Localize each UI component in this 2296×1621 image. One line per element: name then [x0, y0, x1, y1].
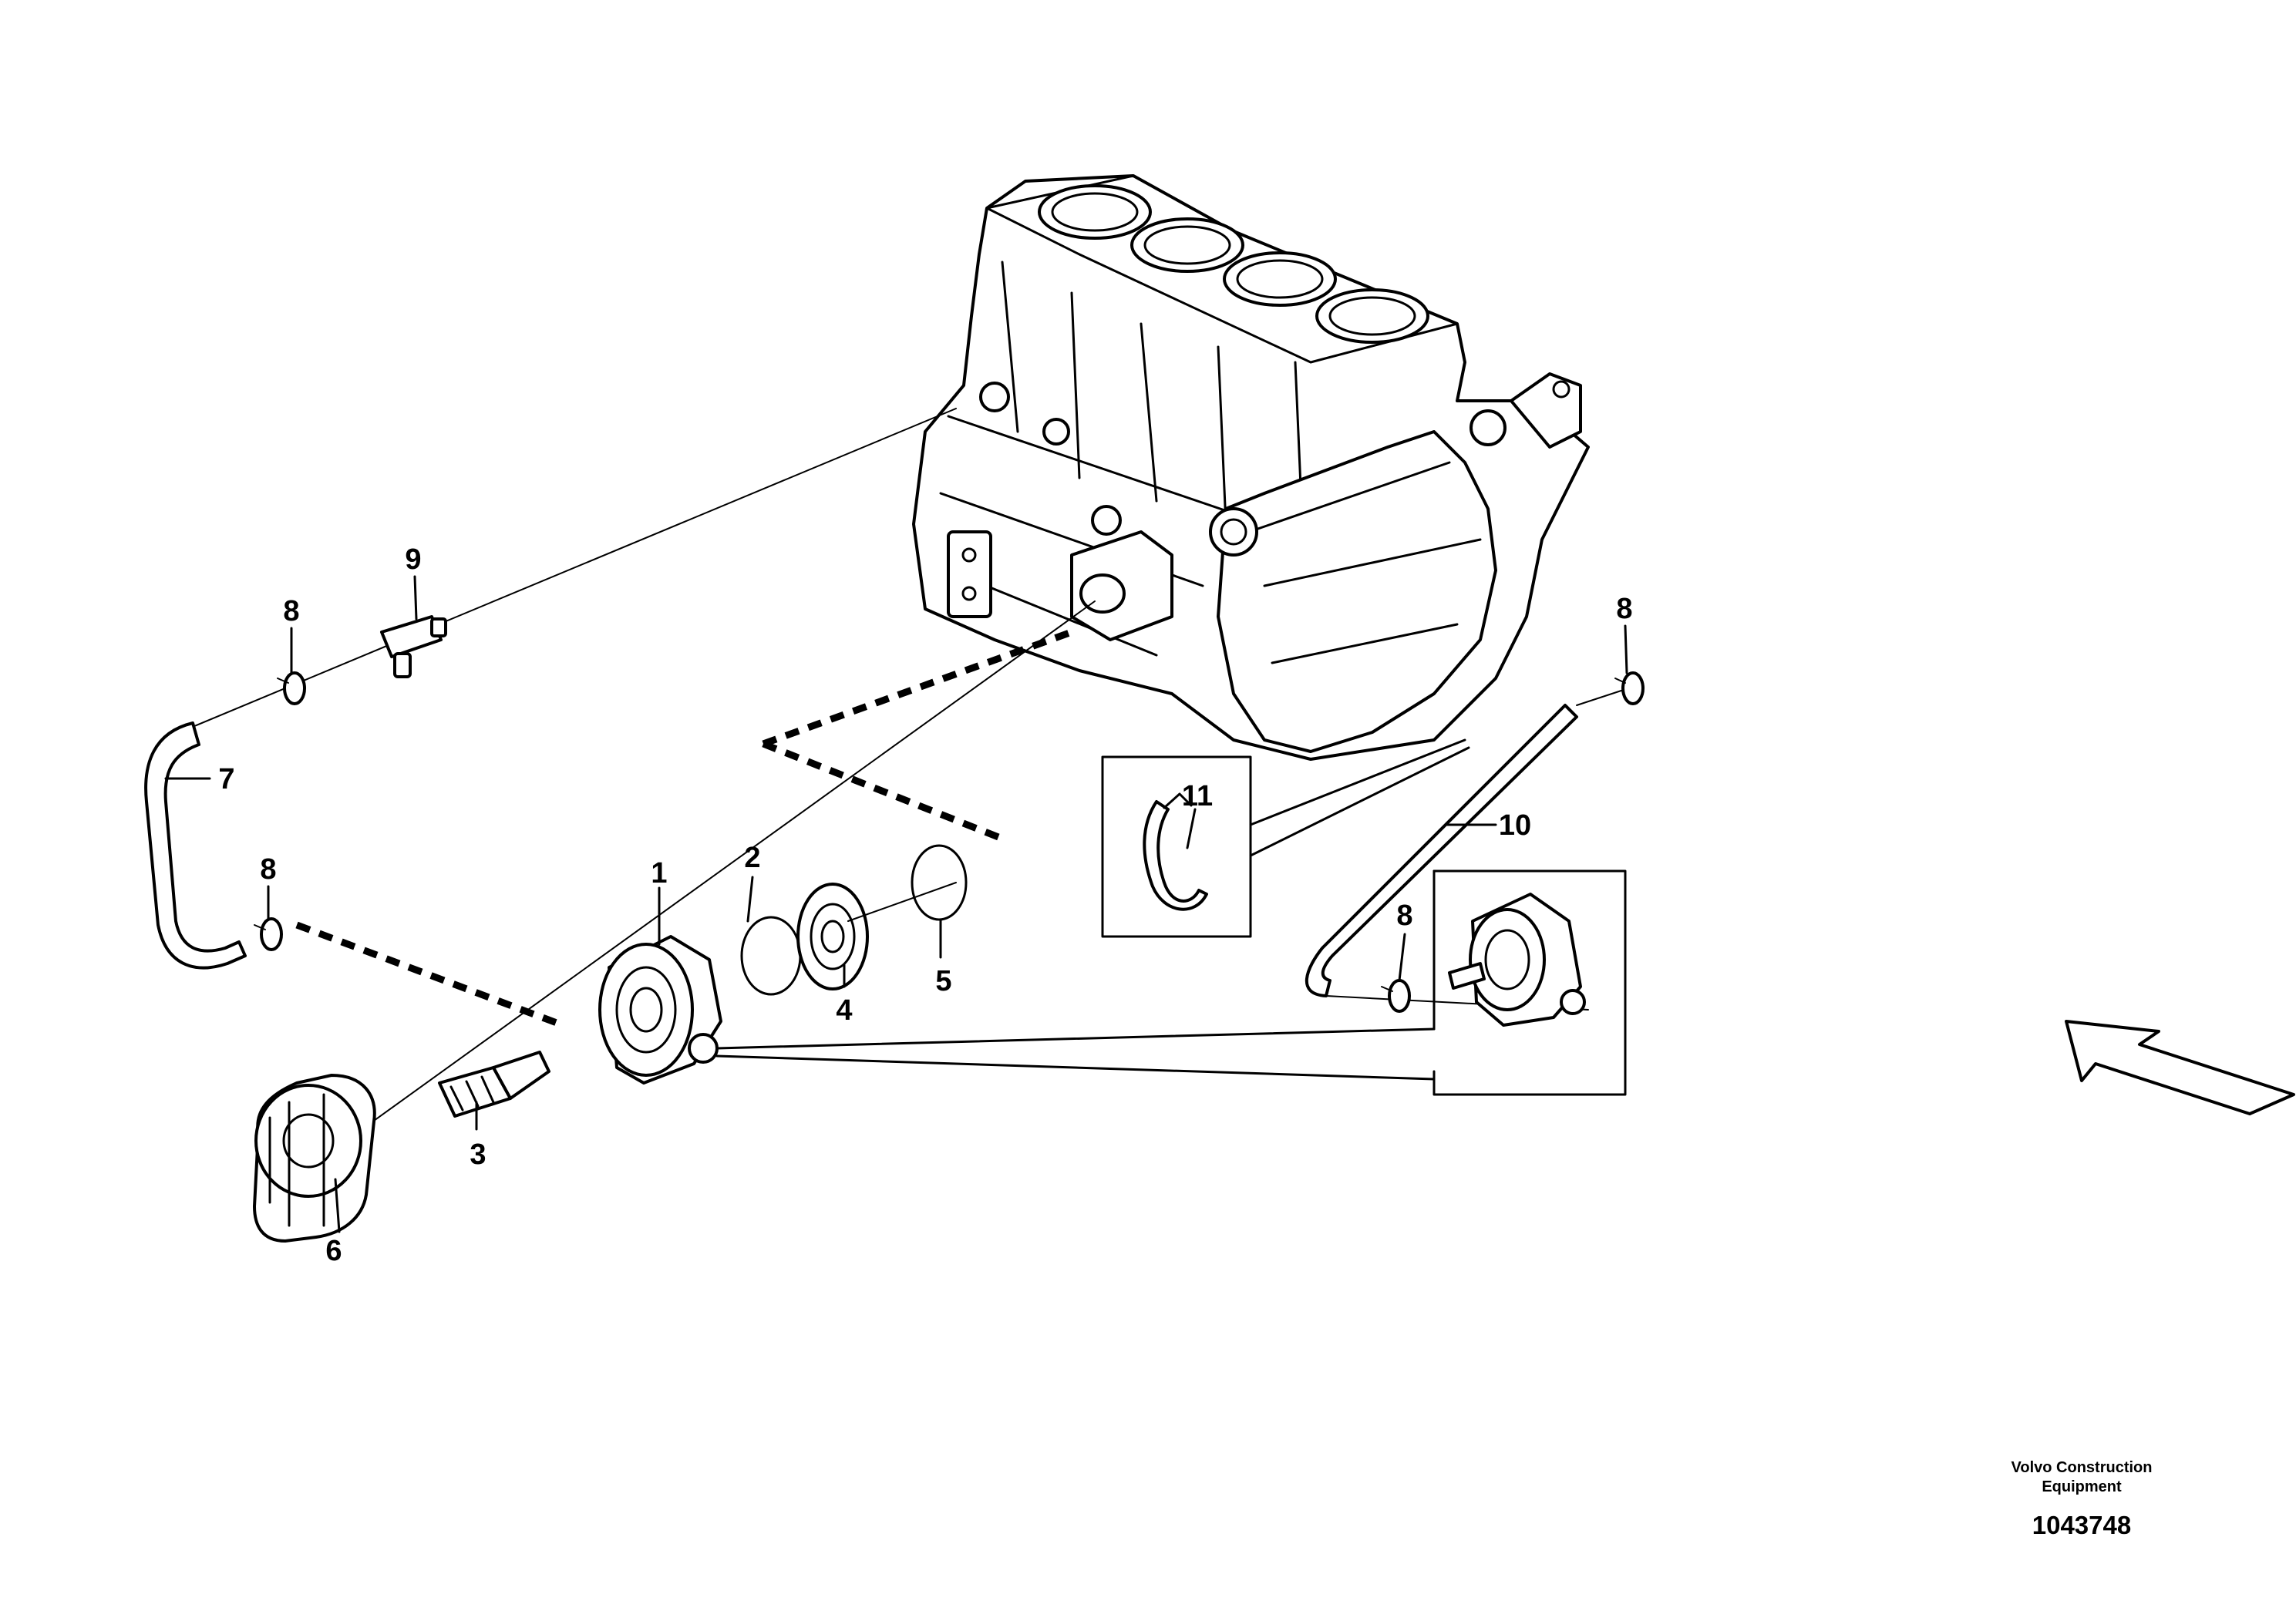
- fitting-9: [380, 615, 447, 678]
- washer-8-lower-right: [1381, 979, 1411, 1013]
- detail-box-11: [1101, 738, 1470, 938]
- company-name-line2: Equipment: [2042, 1478, 2122, 1495]
- callout-6: 6: [325, 1235, 342, 1267]
- callout-3: 3: [470, 1138, 486, 1171]
- hose-10: [1305, 704, 1578, 997]
- nipple-3: [438, 1051, 550, 1118]
- o-ring-5: [911, 844, 968, 921]
- callout-8-top-left: 8: [283, 595, 299, 627]
- o-ring-2: [740, 916, 802, 996]
- engine-block: [912, 174, 1590, 761]
- washer-8-mid-left: [254, 917, 283, 951]
- hose-7: [144, 721, 247, 970]
- callout-4: 4: [836, 994, 852, 1027]
- callout-8-right: 8: [1616, 593, 1632, 625]
- callout-8-mid-left: 8: [260, 853, 276, 886]
- callout-11: 11: [1182, 780, 1213, 812]
- drawing-number: 1043748: [2032, 1511, 2131, 1539]
- callout-5: 5: [935, 965, 951, 997]
- oil-filter-6: [253, 1074, 376, 1243]
- callout-8-lower-right: 8: [1396, 900, 1412, 932]
- callout-2: 2: [744, 842, 760, 874]
- callout-labels: 1 2 3 4 5 6 7 8 8 8 8 9 10 11: [218, 543, 1632, 1267]
- direction-arrow: [2065, 1020, 2295, 1115]
- filter-housing-1: [598, 935, 722, 1085]
- washer-8-top-left: [277, 671, 306, 705]
- valve-4: [796, 882, 957, 990]
- detail-box-housing: [715, 869, 1627, 1096]
- callout-10: 10: [1499, 809, 1531, 842]
- callout-9: 9: [405, 543, 421, 576]
- callout-leaders: [164, 575, 1628, 1233]
- callout-7: 7: [218, 763, 234, 795]
- callout-1: 1: [651, 857, 667, 890]
- washer-8-right: [1614, 671, 1645, 705]
- company-name-line1: Volvo Construction: [2012, 1459, 2153, 1476]
- dashed-connectors: [295, 628, 1073, 1029]
- drawing-footer: Volvo Construction Equipment 1043748: [2012, 1459, 2153, 1539]
